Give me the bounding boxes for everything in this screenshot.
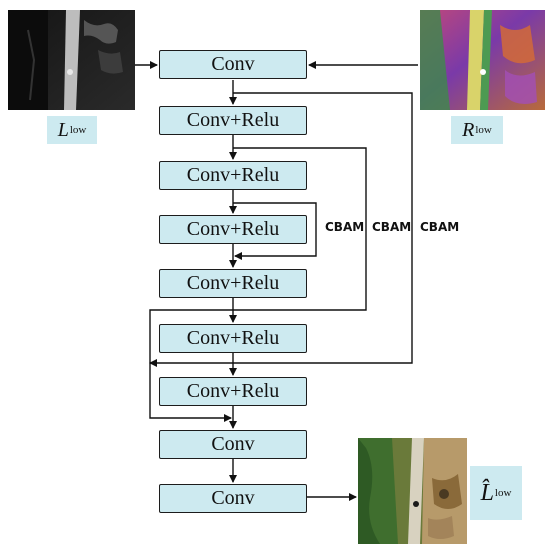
output-symbol: L̂ (480, 479, 494, 506)
illumination-input-image (8, 10, 135, 110)
cbam-label-inner: CBAM (325, 220, 365, 234)
illumination-subscript: low (69, 124, 87, 136)
conv-block-1: Conv (159, 50, 307, 79)
conv-relu-block-2: Conv+Relu (159, 161, 307, 190)
conv-relu-block-5: Conv+Relu (159, 324, 307, 353)
output-subscript: low (494, 487, 512, 499)
conv-relu-block-3: Conv+Relu (159, 215, 307, 244)
output-caption: L̂low (470, 466, 522, 520)
reflectance-subscript: low (475, 124, 492, 136)
reflectance-input-image (420, 10, 545, 110)
output-image (358, 438, 467, 544)
conv-relu-block-6: Conv+Relu (159, 377, 307, 406)
conv-block-3: Conv (159, 484, 307, 513)
conv-relu-block-1: Conv+Relu (159, 106, 307, 135)
conv-block-2: Conv (159, 430, 307, 459)
illumination-symbol: L (57, 118, 69, 141)
skip-middle (149, 147, 367, 422)
skip-inner (233, 202, 317, 260)
conv-relu-block-4: Conv+Relu (159, 269, 307, 298)
cbam-label-middle: CBAM (372, 220, 412, 234)
cbam-label-outer: CBAM (420, 220, 460, 234)
skip-outer (149, 92, 413, 367)
reflectance-symbol: R (462, 118, 475, 141)
